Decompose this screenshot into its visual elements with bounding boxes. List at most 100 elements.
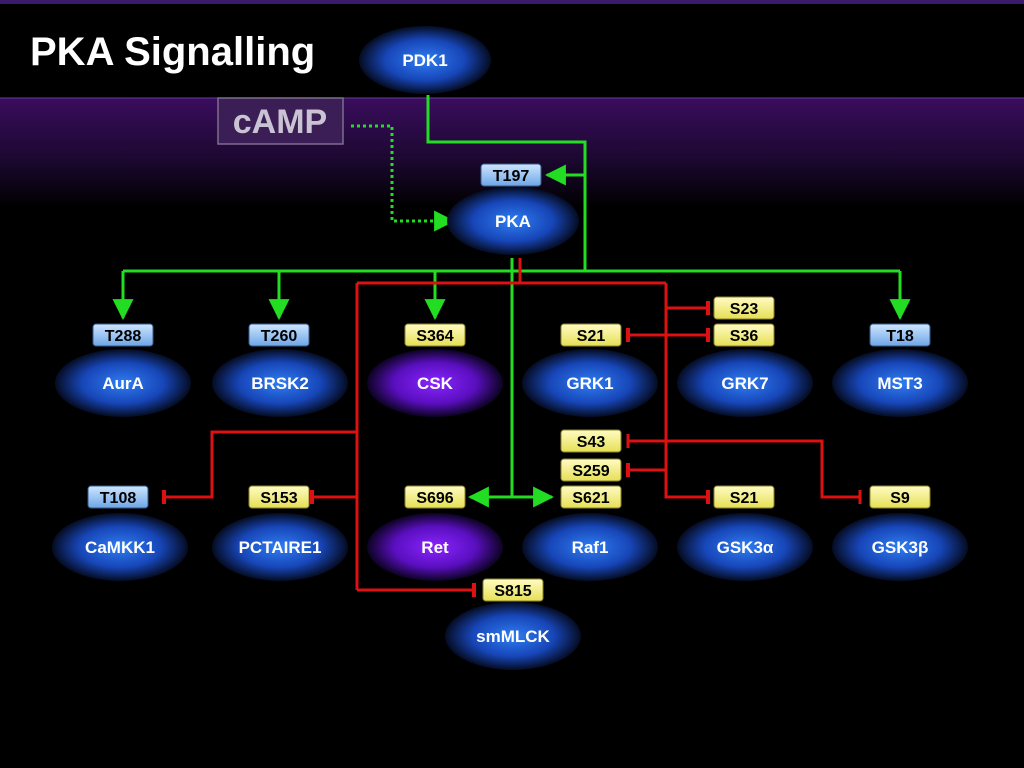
node-pctaire1-ellipse [212,513,348,581]
node-gsk3a: GSK3α [677,513,813,581]
site-s21-grk1-label: S21 [577,328,606,345]
node-grk7: GRK7 [677,349,813,417]
node-raf1-ellipse [522,513,658,581]
node-grk1: GRK1 [522,349,658,417]
site-s696-box [404,485,466,509]
site-t260-box [248,323,310,347]
node-aura: AurA [55,349,191,417]
node-grk7-label: GRK7 [721,374,768,393]
top-border [0,0,1024,4]
inhibition-edges [162,258,862,597]
node-camkk1: CaMKK1 [52,513,188,581]
node-pdk1: PDK1 [359,26,491,94]
node-pka-ellipse [447,187,579,255]
node-gsk3b-ellipse [832,513,968,581]
site-s9: S9 [869,485,931,509]
node-camkk1-ellipse [52,513,188,581]
site-s364-label: S364 [416,328,453,345]
site-s153-label: S153 [260,490,297,507]
site-s259-label: S259 [572,463,609,480]
node-mst3-label: MST3 [877,374,922,393]
pdk1-to-t197-arrow [426,95,587,186]
site-s696-label: S696 [416,490,453,507]
node-pka: PKA [447,187,579,255]
site-s364: S364 [404,323,466,347]
node-gsk3b: GSK3β [832,513,968,581]
site-s23-box [713,296,775,320]
site-s36: S36 [713,323,775,347]
node-brsk2-ellipse [212,349,348,417]
site-s621: S621 [560,485,622,509]
site-t18-label: T18 [886,328,914,345]
node-csk-label: CSK [417,374,454,393]
site-s21-gsk3a: S21 [713,485,775,509]
site-t288-box [92,323,154,347]
site-t197: T197 [480,163,542,187]
node-grk1-ellipse [522,349,658,417]
node-ret-label: Ret [421,538,449,557]
site-t197-box [480,163,542,187]
site-s43-label: S43 [577,434,606,451]
site-s21-gsk3a-label: S21 [730,490,759,507]
activation-edges [112,95,911,508]
node-gsk3a-ellipse [677,513,813,581]
node-aura-ellipse [55,349,191,417]
node-pdk1-label: PDK1 [402,51,447,70]
inhibit-s9-path [628,439,860,499]
site-s21-gsk3a-box [713,485,775,509]
site-t288: T288 [92,323,154,347]
phosphosite-tags: T197 T288 T260 S364 S21 S23 S36 T18 [87,163,931,602]
site-s259: S259 [560,458,622,482]
site-t108: T108 [87,485,149,509]
node-pdk1-ellipse [359,26,491,94]
node-grk7-ellipse [677,349,813,417]
node-pctaire1: PCTAIRE1 [212,513,348,581]
site-s153-box [248,485,310,509]
site-s43: S43 [560,429,622,453]
site-t108-box [87,485,149,509]
site-s36-box [713,323,775,347]
node-pctaire1-label: PCTAIRE1 [239,538,322,557]
node-mst3: MST3 [832,349,968,417]
site-s43-box [560,429,622,453]
node-smmlck-ellipse [445,602,581,670]
site-s815-label: S815 [494,583,531,600]
node-csk-ellipse [367,349,503,417]
site-t18: T18 [869,323,931,347]
site-s9-box [869,485,931,509]
site-s21-grk1: S21 [560,323,622,347]
site-s815-box [482,578,544,602]
inhibit-s21-gsk3a [664,283,710,504]
site-t260: T260 [248,323,310,347]
page-title: PKA Signalling [30,30,315,74]
site-s696: S696 [404,485,466,509]
site-s21-grk1-box [560,323,622,347]
node-csk: CSK [367,349,503,417]
node-brsk2-label: BRSK2 [251,374,309,393]
inhibit-t108 [162,430,357,504]
node-grk1-label: GRK1 [566,374,613,393]
node-camkk1-label: CaMKK1 [85,538,155,557]
site-t108-label: T108 [100,490,137,507]
node-ret-ellipse [367,513,503,581]
site-s621-box [560,485,622,509]
site-s621-label: S621 [572,490,609,507]
node-ret: Ret [367,513,503,581]
site-s36-label: S36 [730,328,759,345]
site-s153: S153 [248,485,310,509]
site-s815: S815 [482,578,544,602]
node-raf1: Raf1 [522,513,658,581]
node-brsk2: BRSK2 [212,349,348,417]
node-smmlck-label: smMLCK [476,627,550,646]
site-t197-label: T197 [493,168,530,185]
site-t288-label: T288 [105,328,142,345]
node-gsk3a-label: GSK3α [717,538,774,557]
node-raf1-label: Raf1 [572,538,609,557]
camp-box [217,97,344,145]
site-t260-label: T260 [261,328,298,345]
camp-to-pka-arrow [351,124,456,232]
node-pka-label: PKA [495,212,531,231]
site-t18-box [869,323,931,347]
site-s23: S23 [713,296,775,320]
